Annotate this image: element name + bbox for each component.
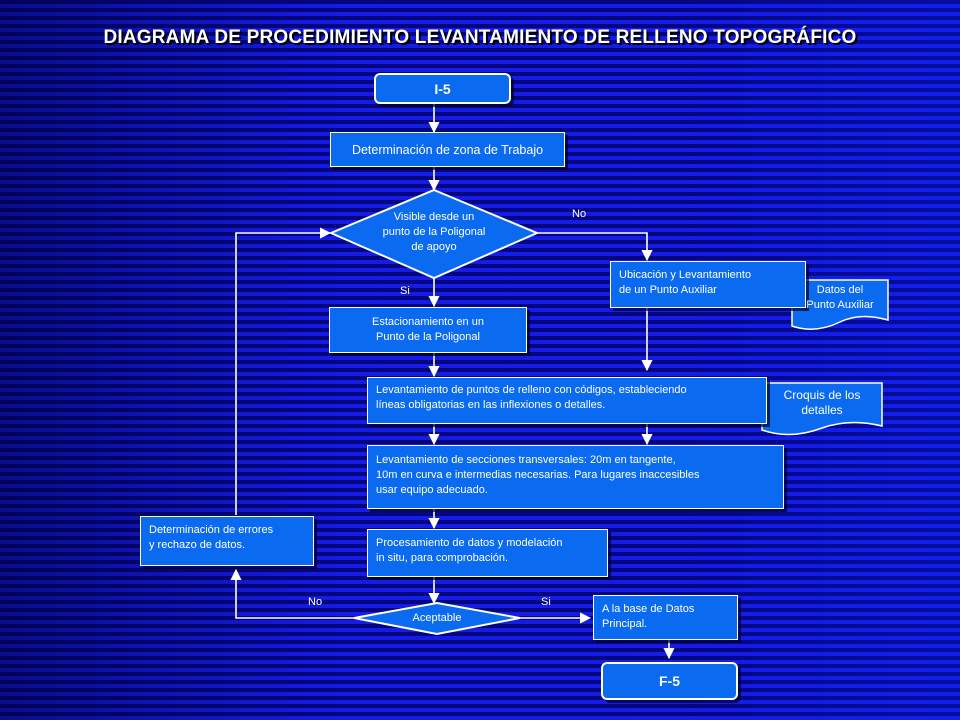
secciones-box: Levantamiento de secciones transversales… bbox=[367, 445, 784, 509]
arrow-errores-visible bbox=[235, 227, 332, 515]
decision-aceptable-shape bbox=[353, 601, 521, 636]
estacionamiento-box: Estacionamiento en un Punto de la Poligo… bbox=[329, 307, 527, 353]
ubicacion-box: Ubicación y Levantamiento de un Punto Au… bbox=[610, 261, 806, 308]
start-terminal: I-5 bbox=[374, 73, 511, 104]
document-datos-aux-shape bbox=[791, 279, 889, 330]
document-croquis-shape bbox=[761, 382, 883, 436]
label-si-visible: Si bbox=[400, 285, 410, 297]
procesamiento-box: Procesamiento de datos y modelación in s… bbox=[367, 529, 608, 577]
end-terminal: F-5 bbox=[601, 662, 738, 700]
datos-aux-label: Datos del Punto Auxiliar bbox=[806, 284, 874, 311]
base-datos-box: A la base de Datos Principal. bbox=[593, 595, 738, 640]
relleno-box: Levantamiento de puntos de relleno con c… bbox=[367, 377, 767, 424]
decision-aceptable-label: Aceptable bbox=[412, 612, 462, 624]
label-no-aceptable: No bbox=[308, 596, 323, 608]
arrow-visible-no-ubicacion bbox=[537, 232, 653, 262]
label-si-aceptable: Si bbox=[541, 596, 551, 608]
zona-trabajo-box: Determinación de zona de Trabajo bbox=[330, 132, 565, 167]
label-no-visible: No bbox=[572, 208, 587, 220]
page-title: DIAGRAMA DE PROCEDIMIENTO LEVANTAMIENTO … bbox=[103, 27, 857, 48]
decision-visible-label: Visible desde un punto de la Poligonal d… bbox=[382, 211, 486, 253]
arrow-aceptable-no-errores bbox=[230, 568, 356, 619]
errores-box: Determinación de errores y rechazo de da… bbox=[140, 516, 314, 566]
decision-visible-shape bbox=[328, 188, 540, 280]
croquis-label: Croquis de los detalles bbox=[783, 388, 861, 417]
